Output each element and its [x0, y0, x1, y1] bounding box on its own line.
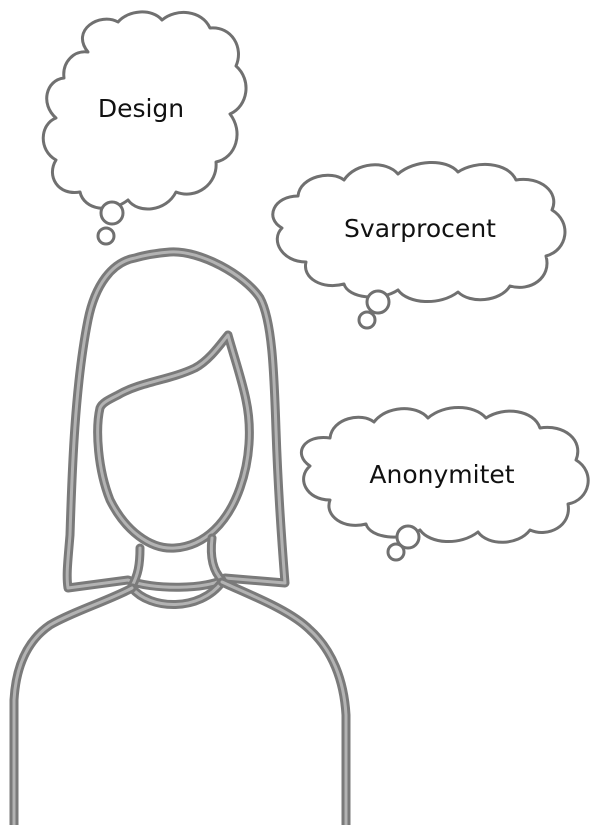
- cloud-label-svarprocent: Svarprocent: [344, 214, 496, 243]
- thought-cloud-design: Design: [43, 12, 246, 244]
- torso-outline: [14, 582, 346, 825]
- cloud-label-anonymitet: Anonymitet: [369, 460, 514, 489]
- person-figure: [14, 252, 346, 825]
- thought-cloud-svarprocent: Svarprocent: [273, 162, 565, 328]
- face-outline: [98, 335, 250, 548]
- thought-cloud-anonymitet: Anonymitet: [301, 408, 588, 561]
- cloud-label-design: Design: [98, 94, 184, 123]
